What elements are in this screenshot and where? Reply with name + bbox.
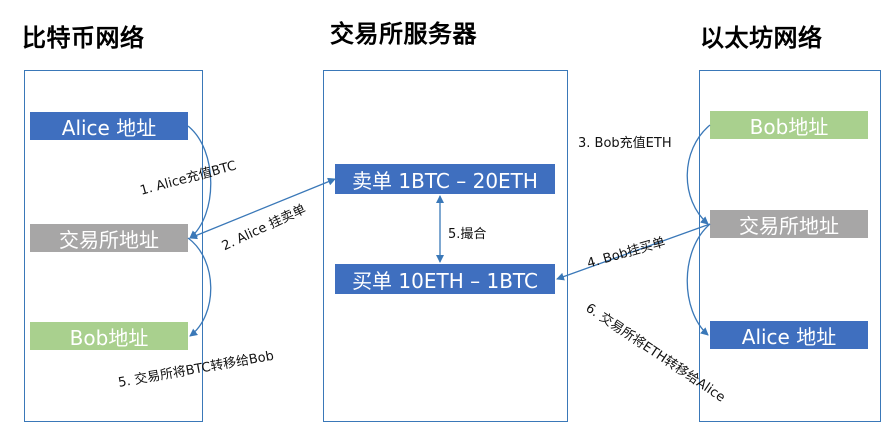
sell-order: 卖单 1BTC – 20ETH [335,164,555,194]
buy-order: 买单 10ETH – 1BTC [335,264,555,294]
eth-bob-address: Bob地址 [710,111,868,139]
btc-exchange-address: 交易所地址 [30,224,188,252]
btc-alice-address: Alice 地址 [30,112,188,140]
exchange-server-panel [323,70,568,422]
eth-exchange-address: 交易所地址 [710,210,868,238]
btc-bob-address: Bob地址 [30,322,188,350]
arrow-bob-buy-order [556,223,711,281]
bitcoin-network-title: 比特币网络 [22,24,145,52]
step-3-label: 3. Bob充值ETH [578,136,672,151]
ethereum-network-title: 以太坊网络 [700,24,823,52]
arrow-alice-sell-order [189,177,336,240]
arrow-btc-to-bob [187,237,212,337]
eth-alice-address: Alice 地址 [710,321,868,349]
arrow-eth-to-alice [686,223,711,336]
arrow-bob-deposit-eth [686,124,711,225]
exchange-server-title: 交易所服务器 [330,20,477,48]
step-5-matching-label: 5.撮合 [448,227,487,242]
